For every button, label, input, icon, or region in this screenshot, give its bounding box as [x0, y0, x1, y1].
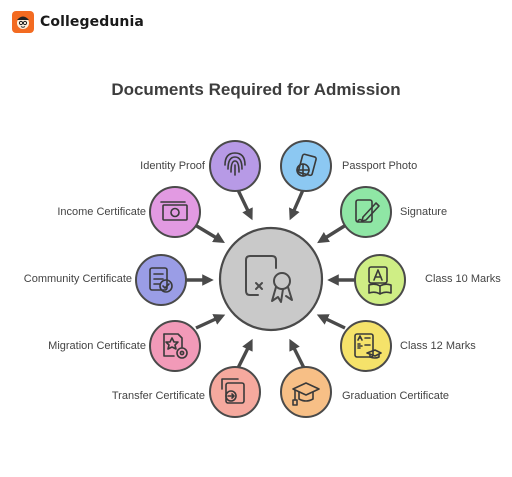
- label-passport: Passport Photo: [342, 160, 418, 172]
- label-graduation-cap: Graduation Certificate: [342, 390, 449, 402]
- node-migration: [149, 320, 201, 372]
- node-circle: [340, 320, 392, 372]
- node-signature: [340, 186, 392, 238]
- page-title: Documents Required for Admission: [111, 80, 401, 99]
- node-book-grade: [354, 254, 406, 306]
- node-circle: [340, 186, 392, 238]
- passport-icon: [296, 153, 317, 177]
- label-transfer: Transfer Certificate: [111, 390, 205, 402]
- grade-sheet-icon: [354, 333, 382, 359]
- money-icon: [160, 201, 188, 221]
- node-certificate-check: [135, 254, 187, 306]
- brand: Collegedunia: [12, 8, 144, 36]
- center-node: [218, 226, 324, 332]
- node-circle: [149, 186, 201, 238]
- arrow-signature: [317, 223, 347, 244]
- transfer-icon: [221, 378, 245, 404]
- arrow-income-certificate: [194, 223, 225, 243]
- certificate-check-icon: [149, 267, 173, 293]
- node-circle: [280, 140, 332, 192]
- arrow-migration-certificate: [195, 314, 226, 330]
- brand-name: Collegedunia: [40, 14, 144, 30]
- node-fingerprint: [209, 140, 261, 192]
- signature-icon: [355, 199, 380, 223]
- fingerprint-icon: [224, 152, 246, 176]
- migration-icon: [163, 333, 188, 359]
- graduation-cap-icon: [292, 382, 320, 406]
- label-migration: Migration Certificate: [48, 340, 146, 352]
- book-grade-icon: [368, 266, 392, 295]
- center-circle: [218, 226, 324, 332]
- label-fingerprint: Identity Proof: [140, 160, 205, 172]
- arrow-class-12-marks: [316, 314, 346, 330]
- arrows: [184, 189, 357, 369]
- document-certificate-icon: [245, 255, 293, 303]
- node-grade-sheet: [340, 320, 392, 372]
- label-signature: Signature: [400, 206, 448, 218]
- label-money: Income Certificate: [57, 206, 146, 218]
- arrow-identity-proof: [236, 189, 253, 221]
- label-book-grade: Class 10 Marks: [425, 273, 501, 285]
- arrow-passport-photo: [289, 189, 305, 221]
- label-certificate-check: Community Certificate: [23, 273, 132, 285]
- mascot-icon: [12, 11, 34, 33]
- node-circle: [135, 254, 187, 306]
- node-money: [149, 186, 201, 238]
- label-grade-sheet: Class 12 Marks: [400, 340, 476, 352]
- node-passport: [280, 140, 332, 192]
- node-graduation-cap: [280, 366, 332, 418]
- node-circle: [280, 366, 332, 418]
- arrow-transfer-certificate: [236, 338, 253, 369]
- node-transfer: [209, 366, 261, 418]
- arrow-graduation-certificate: [289, 338, 306, 369]
- node-circle: [354, 254, 406, 306]
